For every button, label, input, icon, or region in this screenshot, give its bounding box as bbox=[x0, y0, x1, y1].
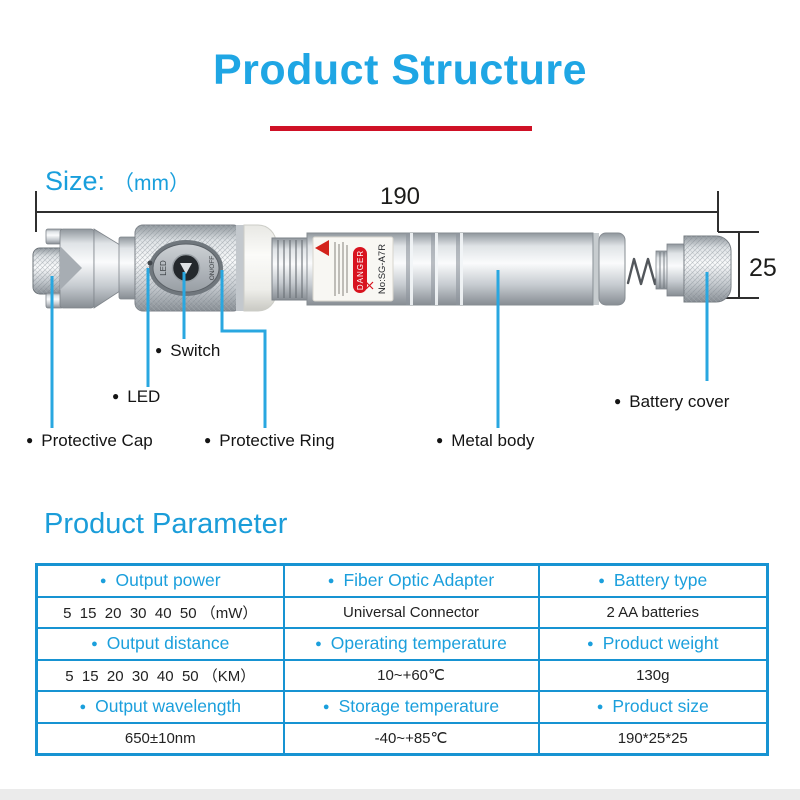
size-label-text: Size: bbox=[45, 166, 106, 196]
table-row: Output distance Operating temperature Pr… bbox=[35, 627, 769, 661]
table-row: Output power Fiber Optic Adapter Battery… bbox=[35, 563, 769, 598]
param-value-output-power: 5 15 20 30 40 50 （mW） bbox=[35, 595, 285, 629]
bullet-icon bbox=[328, 570, 344, 590]
parameters-table: Output power Fiber Optic Adapter Battery… bbox=[35, 563, 769, 756]
bullet-icon bbox=[587, 633, 603, 653]
param-name-output-distance: Output distance bbox=[35, 627, 285, 661]
length-dimension bbox=[35, 191, 719, 232]
bottom-strip bbox=[0, 789, 800, 800]
part-label-text: Battery cover bbox=[629, 392, 730, 411]
table-row: Output wavelength Storage temperature Pr… bbox=[35, 690, 769, 724]
param-name-storage-temperature: Storage temperature bbox=[282, 690, 540, 724]
size-unit-text: （mm） bbox=[113, 172, 191, 195]
table-row: 5 15 20 30 40 50 （KM） 10~+60℃ 130g bbox=[35, 658, 769, 692]
protective-ring-part bbox=[236, 224, 277, 312]
part-label-protective-cap: Protective Cap bbox=[26, 431, 153, 451]
battery-cover-part bbox=[655, 235, 732, 303]
part-label-battery-cover: Battery cover bbox=[614, 392, 729, 412]
title-underline bbox=[270, 126, 532, 131]
bullet-icon bbox=[155, 341, 170, 360]
size-label: Size: （mm） bbox=[45, 166, 190, 197]
leader-protective-ring bbox=[220, 270, 267, 428]
table-row: 650±10nm -40~+85℃ 190*25*25 bbox=[35, 721, 769, 756]
product-illustration: 190 25 LED ON/OFF bbox=[32, 183, 777, 428]
protective-cap-part bbox=[32, 228, 137, 309]
param-name-output-wavelength: Output wavelength bbox=[35, 690, 285, 724]
bullet-icon bbox=[112, 387, 127, 406]
body-grooves bbox=[406, 233, 463, 305]
led-marking: LED bbox=[159, 260, 168, 276]
bullet-icon bbox=[26, 431, 41, 450]
bullet-icon bbox=[91, 633, 107, 653]
bullet-icon bbox=[598, 570, 614, 590]
danger-text: DANGER bbox=[356, 250, 365, 290]
length-value: 190 bbox=[380, 183, 420, 210]
bullet-icon bbox=[79, 696, 95, 716]
part-label-metal-body: Metal body bbox=[436, 431, 534, 451]
param-name-product-weight: Product weight bbox=[537, 627, 769, 661]
part-label-text: LED bbox=[127, 387, 161, 406]
table-row: 5 15 20 30 40 50 （mW） Universal Connecto… bbox=[35, 595, 769, 629]
bullet-icon bbox=[323, 696, 339, 716]
part-label-text: Metal body bbox=[451, 431, 535, 450]
bullet-icon bbox=[100, 570, 116, 590]
param-name-battery-type: Battery type bbox=[537, 563, 769, 598]
diameter-value: 25 bbox=[749, 254, 777, 282]
metal-body-part: DANGER No:SG-A7R bbox=[271, 232, 626, 306]
leader-lines bbox=[50, 268, 709, 428]
param-name-output-power: Output power bbox=[35, 563, 285, 598]
bullet-icon bbox=[436, 431, 451, 450]
warning-label: DANGER No:SG-A7R bbox=[312, 236, 394, 302]
part-label-switch: Switch bbox=[155, 341, 220, 361]
part-label-text: Protective Cap bbox=[41, 431, 153, 450]
bullet-icon bbox=[315, 633, 331, 653]
led-indicator bbox=[147, 260, 153, 266]
laser-symbol-icon bbox=[365, 281, 374, 290]
bullet-icon bbox=[597, 696, 613, 716]
param-value-output-wavelength: 650±10nm bbox=[35, 721, 285, 756]
param-value-battery-type: 2 AA batteries bbox=[537, 595, 769, 629]
param-value-operating-temperature: 10~+60℃ bbox=[282, 658, 540, 692]
onoff-marking: ON/OFF bbox=[209, 256, 216, 281]
parameters-heading: Product Parameter bbox=[44, 508, 288, 540]
part-label-text: Switch bbox=[170, 341, 221, 360]
param-name-fiber-optic-adapter: Fiber Optic Adapter bbox=[282, 563, 540, 598]
param-name-product-size: Product size bbox=[537, 690, 769, 724]
param-value-product-weight: 130g bbox=[537, 658, 769, 692]
param-value-output-distance: 5 15 20 30 40 50 （KM） bbox=[35, 658, 285, 692]
part-label-protective-ring: Protective Ring bbox=[204, 431, 335, 451]
part-label-led: LED bbox=[112, 387, 160, 407]
page-title: Product Structure bbox=[212, 46, 588, 94]
part-label-text: Protective Ring bbox=[219, 431, 335, 450]
param-value-storage-temperature: -40~+85℃ bbox=[282, 721, 540, 756]
bullet-icon bbox=[614, 392, 629, 411]
bullet-icon bbox=[204, 431, 219, 450]
switch-housing-part: LED ON/OFF bbox=[134, 224, 242, 312]
model-number-text: No:SG-A7R bbox=[377, 244, 388, 294]
warning-triangle-icon bbox=[315, 240, 329, 256]
param-value-product-size: 190*25*25 bbox=[537, 721, 769, 756]
param-name-operating-temperature: Operating temperature bbox=[282, 627, 540, 661]
param-value-fiber-optic-adapter: Universal Connector bbox=[282, 595, 540, 629]
